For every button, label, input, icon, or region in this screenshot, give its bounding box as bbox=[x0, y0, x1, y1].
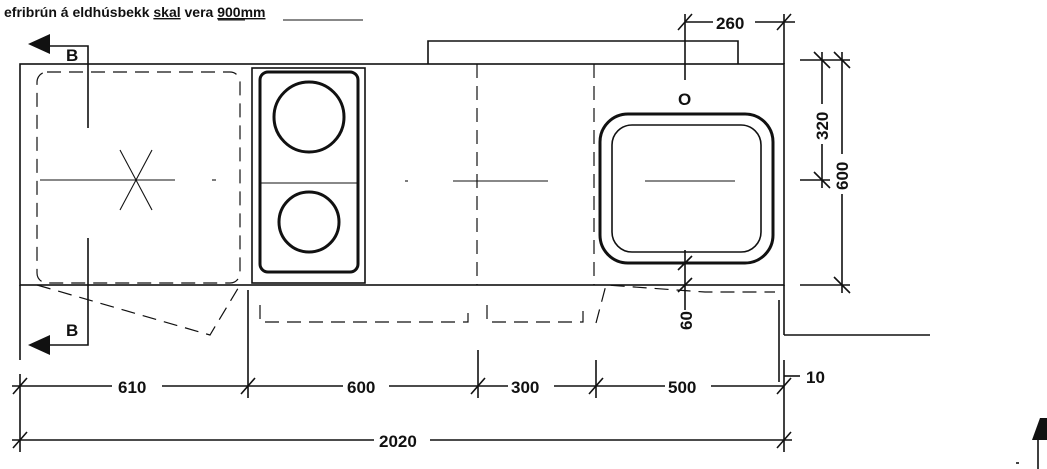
dimension-2020: 2020 bbox=[379, 432, 417, 451]
ceiling-light-icon bbox=[110, 149, 162, 211]
lower-cabinet-left bbox=[259, 305, 469, 323]
tick-overall-right bbox=[776, 431, 792, 449]
sink-outer bbox=[598, 112, 775, 265]
dimension-260: 260 bbox=[716, 14, 744, 33]
dimension-10: 10 bbox=[806, 368, 825, 387]
counter-height-note: efribrún á eldhúsbekk skal vera 900mm bbox=[4, 4, 265, 20]
dim-bg-500 bbox=[665, 377, 711, 395]
dim-bg-320 bbox=[812, 104, 832, 144]
backsplash-outline bbox=[427, 40, 739, 64]
left-unit-dashed-outline bbox=[36, 71, 241, 284]
tick-60-top bbox=[677, 255, 693, 271]
section-label-bottom: B bbox=[66, 321, 78, 340]
tick-260-left bbox=[677, 13, 693, 31]
counter-outline bbox=[19, 63, 785, 286]
section-arrow-top-icon bbox=[28, 34, 50, 54]
burner-small-icon bbox=[277, 190, 341, 254]
lower-cabinet-middle bbox=[486, 305, 584, 323]
dim-bg-610 bbox=[112, 377, 162, 395]
dimension-300: 300 bbox=[511, 378, 539, 397]
dim-bg-600v bbox=[832, 154, 852, 194]
dim-bg-260 bbox=[713, 13, 755, 31]
tick-overall-left bbox=[12, 431, 28, 449]
north-arrow-icon bbox=[1032, 418, 1047, 440]
left-door-swing bbox=[36, 284, 241, 336]
dimension-600: 600 bbox=[347, 378, 375, 397]
section-label-top: B bbox=[66, 46, 78, 65]
dimension-320: 320 bbox=[813, 112, 832, 140]
sink-cabinet-door-swing bbox=[595, 284, 775, 324]
burner-large-icon bbox=[272, 80, 346, 154]
dimension-ticks-vertical bbox=[813, 51, 851, 294]
section-arrow-bottom-icon bbox=[28, 335, 50, 355]
cooktop bbox=[258, 70, 360, 274]
cooktop-housing bbox=[251, 67, 366, 284]
tick-260-right bbox=[776, 13, 792, 31]
section-line-bottom bbox=[48, 238, 89, 346]
dimension-500: 500 bbox=[668, 378, 696, 397]
dim-bg-300 bbox=[508, 377, 554, 395]
sink-basin bbox=[611, 124, 762, 253]
dimension-600-vertical: 600 bbox=[833, 162, 852, 190]
section-line-top bbox=[48, 45, 89, 128]
dim-bg-600 bbox=[343, 377, 389, 395]
dimension-ticks-modules bbox=[12, 377, 792, 395]
faucet-icon: O bbox=[678, 90, 691, 109]
dimension-610: 610 bbox=[118, 378, 146, 397]
dimension-60: 60 bbox=[677, 311, 696, 330]
dim-bg-2020 bbox=[374, 431, 430, 449]
tick-60-bottom bbox=[677, 277, 693, 293]
